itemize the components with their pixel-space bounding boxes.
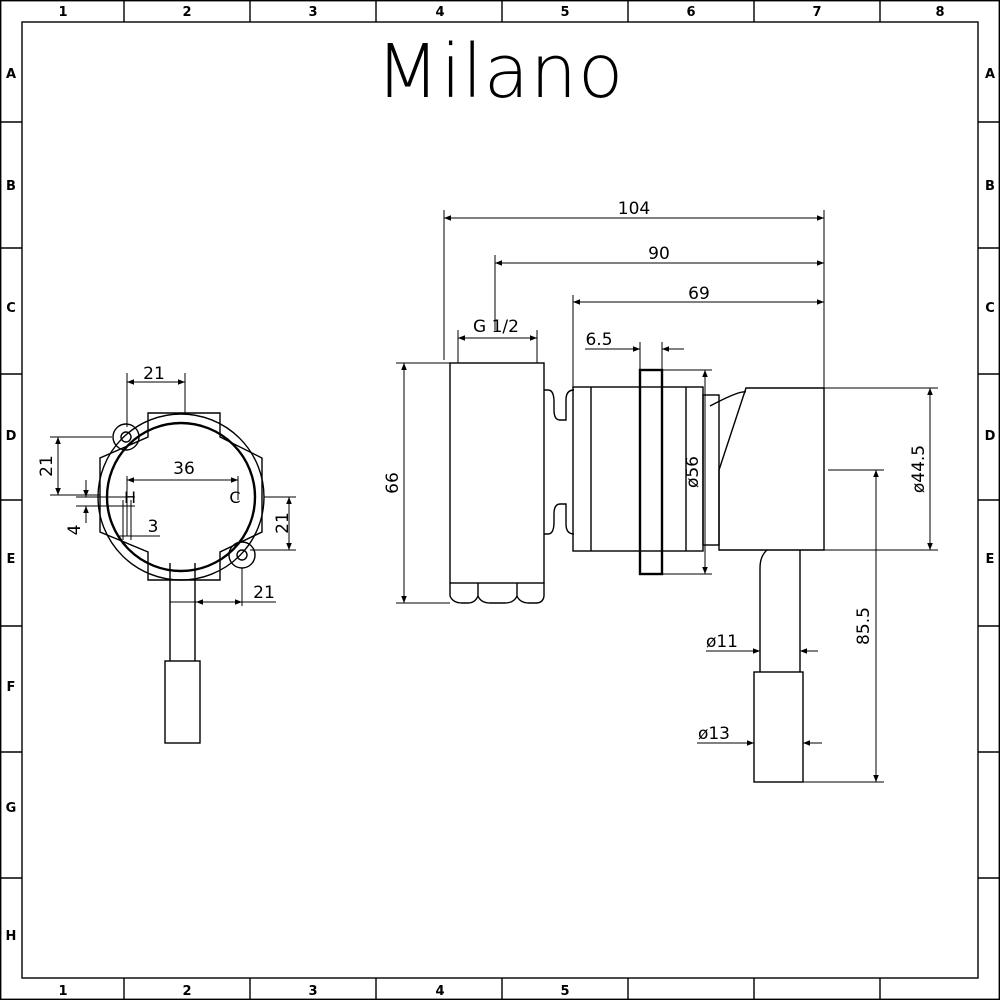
grid-row-labels-right: A B C D E — [985, 67, 996, 567]
grid-row-a-right: A — [985, 67, 995, 82]
front-handle-grip — [164, 660, 201, 744]
front-mount-hole-bottom — [236, 549, 248, 561]
front-cold-mark: C — [229, 488, 240, 507]
grid-row-g: G — [6, 801, 17, 816]
grid-column-labels-top: 1 2 3 4 5 6 7 8 — [58, 5, 944, 20]
side-dim-dia-13: ø13 — [698, 724, 730, 744]
brand-logo: Milano — [376, 29, 625, 115]
grid-row-c-right: C — [985, 301, 995, 316]
grid-row-d-right: D — [985, 429, 996, 444]
front-mount-ear-top — [112, 423, 140, 451]
grid-col-3: 3 — [308, 5, 317, 20]
grid-col-2: 2 — [182, 5, 191, 20]
grid-col-8: 8 — [935, 5, 944, 20]
side-flange — [638, 368, 664, 576]
side-dim-dia-11: ø11 — [706, 632, 738, 652]
side-dim-dia-56: ø56 — [683, 456, 703, 488]
front-dim-bottom-offset: 21 — [253, 583, 275, 603]
grid-col-5: 5 — [560, 5, 569, 20]
side-dim-flange: 6.5 — [585, 330, 612, 350]
grid-row-b: B — [6, 179, 16, 194]
grid-col-4: 4 — [435, 5, 444, 20]
side-valve-body — [449, 362, 545, 584]
grid-col-6: 6 — [686, 5, 695, 20]
side-valve-neck — [544, 389, 575, 535]
front-dim-small-4: 4 — [65, 525, 85, 536]
front-mount-ear-bottom — [228, 541, 256, 569]
front-view: H C 21 21 36 21 4 3 — [37, 364, 296, 744]
front-dim-small-3: 3 — [148, 517, 159, 537]
side-dim-length-69: 69 — [688, 284, 710, 304]
grid-col-3-bottom: 3 — [308, 984, 317, 999]
grid-col-2-bottom: 2 — [182, 984, 191, 999]
front-body-outline — [99, 412, 263, 581]
grid-col-5-bottom: 5 — [560, 984, 569, 999]
side-dim-thread: G 1/2 — [473, 317, 519, 337]
grid-row-f: F — [7, 680, 16, 695]
side-dim-height: 66 — [383, 472, 403, 494]
grid-col-1-bottom: 1 — [58, 984, 67, 999]
grid-row-a: A — [6, 67, 16, 82]
grid-col-1: 1 — [58, 5, 67, 20]
side-handle-grip — [753, 671, 804, 783]
front-dim-right-height: 21 — [273, 512, 293, 534]
side-valve-bottom-nuts — [449, 583, 545, 604]
side-dim-dia-44-5: ø44.5 — [909, 445, 929, 493]
side-dim-total-length: 104 — [618, 199, 650, 219]
grid-row-labels-left: A B C D E F G H — [6, 67, 17, 944]
side-dim-length-90: 90 — [648, 244, 670, 264]
grid-row-e: E — [7, 552, 16, 567]
grid-row-b-right: B — [985, 179, 995, 194]
front-dim-inner-width: 36 — [173, 459, 195, 479]
front-dim-top-width: 21 — [143, 364, 165, 384]
front-dim-left-height: 21 — [37, 455, 57, 477]
grid-col-4-bottom: 4 — [435, 984, 444, 999]
grid-column-labels-bottom: 1 2 3 4 5 — [58, 984, 569, 999]
side-handle-stem — [759, 549, 801, 672]
side-view: 104 90 69 G 1/2 6.5 66 ø56 ø44 — [383, 199, 938, 783]
front-mount-hole-top — [120, 431, 132, 443]
grid-col-7: 7 — [812, 5, 821, 20]
side-handle-head — [718, 387, 825, 551]
grid-row-c: C — [6, 301, 16, 316]
grid-row-e-right: E — [986, 552, 995, 567]
grid-row-d: D — [6, 429, 17, 444]
side-dim-handle-85-5: 85.5 — [854, 607, 874, 645]
grid-row-h: H — [6, 929, 17, 944]
front-handle-stem — [169, 563, 196, 661]
